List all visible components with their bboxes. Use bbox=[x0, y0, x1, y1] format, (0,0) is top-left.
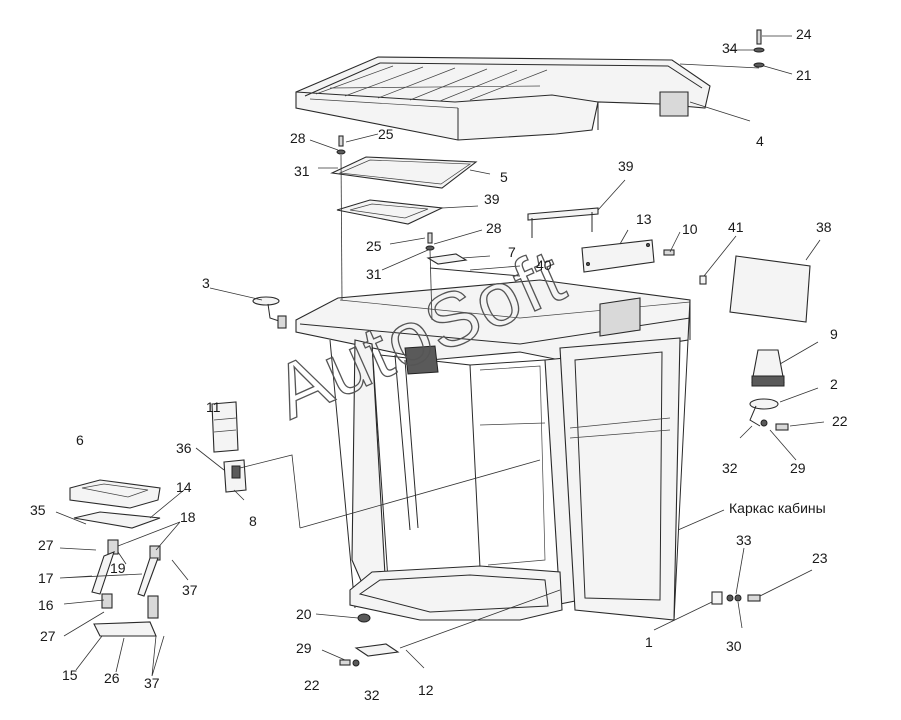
label-part-14: 14 bbox=[176, 479, 192, 495]
label-part-30: 30 bbox=[726, 638, 742, 654]
label-part-33: 33 bbox=[736, 532, 752, 548]
label-part-38: 38 bbox=[816, 219, 832, 235]
label-part-9: 9 bbox=[830, 326, 838, 342]
hatch-fasteners bbox=[336, 135, 435, 251]
label-part-2: 2 bbox=[830, 376, 838, 392]
hatch-panel bbox=[330, 156, 478, 189]
label-part-39b: 39 bbox=[484, 191, 500, 207]
roof-bolt-stack bbox=[679, 29, 765, 69]
control-box bbox=[211, 401, 239, 453]
label-part-29: 29 bbox=[790, 460, 806, 476]
beacon-lamp bbox=[751, 349, 785, 387]
label-part-8: 8 bbox=[249, 513, 257, 529]
label-part-1: 1 bbox=[645, 634, 653, 650]
mirror-bracket bbox=[252, 296, 287, 329]
beacon-bracket bbox=[749, 398, 789, 431]
small-plate bbox=[426, 253, 468, 265]
label-part-19: 19 bbox=[110, 560, 126, 576]
mat bbox=[73, 511, 161, 529]
label-part-11: 11 bbox=[206, 399, 221, 415]
cab-frame-caption: Каркас кабины bbox=[729, 500, 826, 516]
label-part-22: 22 bbox=[832, 413, 848, 429]
label-part-16: 16 bbox=[38, 597, 54, 613]
label-part-24: 24 bbox=[796, 26, 812, 42]
label-part-31b: 31 bbox=[366, 266, 382, 282]
label-part-39: 39 bbox=[618, 158, 634, 174]
label-part-25: 25 bbox=[378, 126, 394, 142]
label-part-28: 28 bbox=[290, 130, 306, 146]
label-part-37: 37 bbox=[182, 582, 198, 598]
box-bracket bbox=[223, 459, 247, 493]
label-part-25b: 25 bbox=[366, 238, 382, 254]
clip bbox=[699, 275, 707, 285]
label-part-5: 5 bbox=[500, 169, 508, 185]
lower-step bbox=[339, 613, 400, 667]
side-hardware bbox=[711, 591, 761, 605]
label-part-35: 35 bbox=[30, 502, 46, 518]
label-part-36: 36 bbox=[176, 440, 192, 456]
label-part-29b: 29 bbox=[296, 640, 312, 656]
cover-plate bbox=[581, 239, 655, 273]
label-part-15: 15 bbox=[62, 667, 78, 683]
roof-part bbox=[295, 56, 711, 141]
cab-frame bbox=[295, 279, 691, 621]
label-part-22b: 22 bbox=[304, 677, 320, 693]
label-part-17: 17 bbox=[38, 570, 54, 586]
label-part-21: 21 bbox=[796, 67, 812, 83]
label-part-3: 3 bbox=[202, 275, 210, 291]
bracket-part bbox=[527, 207, 599, 238]
label-part-26: 26 bbox=[104, 670, 120, 686]
hatch-seal bbox=[336, 199, 444, 225]
label-part-41: 41 bbox=[728, 219, 744, 235]
label-part-6: 6 bbox=[76, 432, 84, 448]
rear-window bbox=[729, 255, 811, 323]
leader-lines bbox=[55, 35, 825, 677]
label-part-28b: 28 bbox=[486, 220, 502, 236]
label-part-37b: 37 bbox=[144, 675, 160, 691]
long-bar bbox=[429, 267, 521, 277]
label-part-7: 7 bbox=[508, 244, 516, 260]
label-part-34: 34 bbox=[722, 40, 738, 56]
label-part-4: 4 bbox=[756, 133, 764, 149]
bolt bbox=[663, 249, 675, 256]
label-part-40: 40 bbox=[536, 257, 552, 273]
label-part-32b: 32 bbox=[364, 687, 380, 703]
label-part-18: 18 bbox=[180, 509, 196, 525]
label-part-13: 13 bbox=[636, 211, 652, 227]
label-part-23: 23 bbox=[812, 550, 828, 566]
label-part-10: 10 bbox=[682, 221, 698, 237]
part-labels: 1 2 3 4 5 6 7 8 9 10 11 12 13 14 15 16 1… bbox=[30, 26, 848, 703]
label-part-27b: 27 bbox=[40, 628, 56, 644]
label-part-27: 27 bbox=[38, 537, 54, 553]
lever-assembly bbox=[91, 539, 161, 637]
label-part-12: 12 bbox=[418, 682, 434, 698]
label-part-32: 32 bbox=[722, 460, 738, 476]
label-part-20: 20 bbox=[296, 606, 312, 622]
storage-tray bbox=[69, 479, 161, 509]
label-part-31: 31 bbox=[294, 163, 310, 179]
